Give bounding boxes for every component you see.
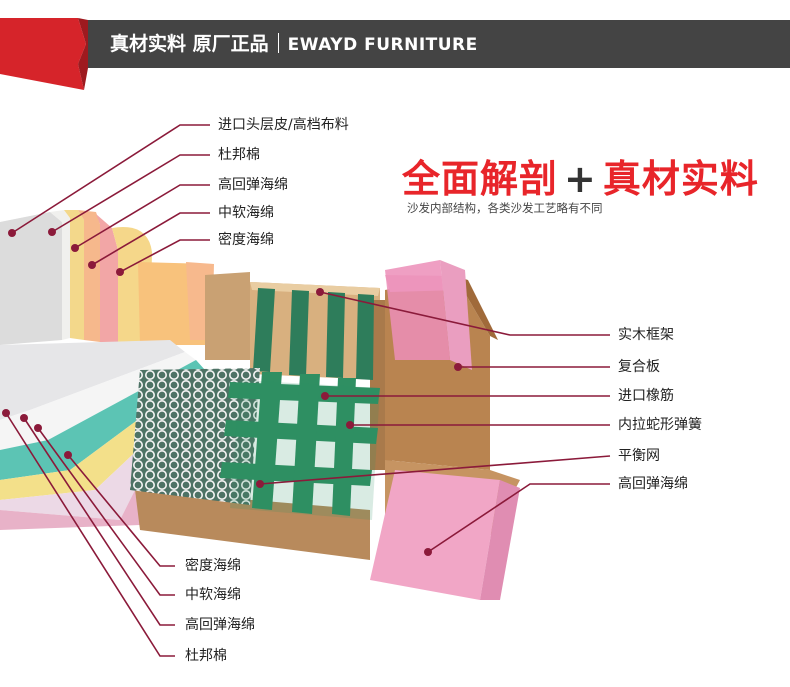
headline-plus: + (564, 157, 597, 201)
leader-dots (2, 228, 462, 556)
headline-right: 真材实料 (602, 157, 759, 201)
label-seat-soft-foam: 中软海绵 (185, 587, 241, 603)
headline-subtitle: 沙发内部结构，各类沙发工艺略有不同 (407, 201, 603, 215)
banner-title-cn: 真材实料 原厂正品 (110, 33, 269, 55)
backrest-density-foam-layer (96, 214, 118, 345)
leader-lines (5, 124, 611, 657)
label-serpentine-spring: 内拉蛇形弹簧 (618, 417, 702, 433)
label-backrest-hr-foam: 高回弹海绵 (218, 177, 288, 193)
label-balance-net: 平衡网 (618, 448, 660, 464)
label-seat-hr-foam: 高回弹海绵 (185, 617, 255, 633)
banner-separator (277, 33, 279, 53)
label-backrest-soft-foam: 中软海绵 (218, 205, 274, 221)
label-wood-frame: 实木框架 (618, 327, 674, 343)
label-composite-board: 复合板 (618, 359, 660, 375)
banner-bar (88, 20, 790, 68)
seat-webbing-grid (220, 372, 380, 516)
backrest-layers (0, 210, 214, 345)
backrest-fabric-layer (0, 212, 62, 345)
backrest-hr-foam-layer (64, 210, 84, 340)
label-backrest-dupont: 杜邦棉 (218, 147, 260, 163)
label-seat-dupont: 杜邦棉 (185, 648, 227, 664)
rubber-webbing-back (253, 288, 374, 380)
label-backrest-density-foam: 密度海绵 (218, 232, 274, 248)
label-backrest-fabric: 进口头层皮/高档布料 (218, 117, 349, 133)
label-rubber-webbing: 进口橡筋 (618, 388, 674, 404)
armrest-foam (370, 260, 520, 600)
backrest-dupont-layer (50, 210, 70, 340)
label-seat-density-foam: 密度海绵 (185, 558, 241, 574)
label-armrest-hr-foam: 高回弹海绵 (618, 476, 688, 492)
headline-left: 全面解剖 (402, 157, 559, 201)
headline: 全面解剖+真材实料 (402, 148, 759, 203)
banner-title-en: EWAYD FURNITURE (287, 35, 478, 55)
banner-title: 真材实料 原厂正品 EWAYD FURNITURE (110, 20, 478, 68)
banner-red-ribbon (0, 18, 88, 90)
header-banner: 真材实料 原厂正品 EWAYD FURNITURE (0, 0, 790, 90)
backrest-soft-foam-layer (78, 210, 100, 342)
